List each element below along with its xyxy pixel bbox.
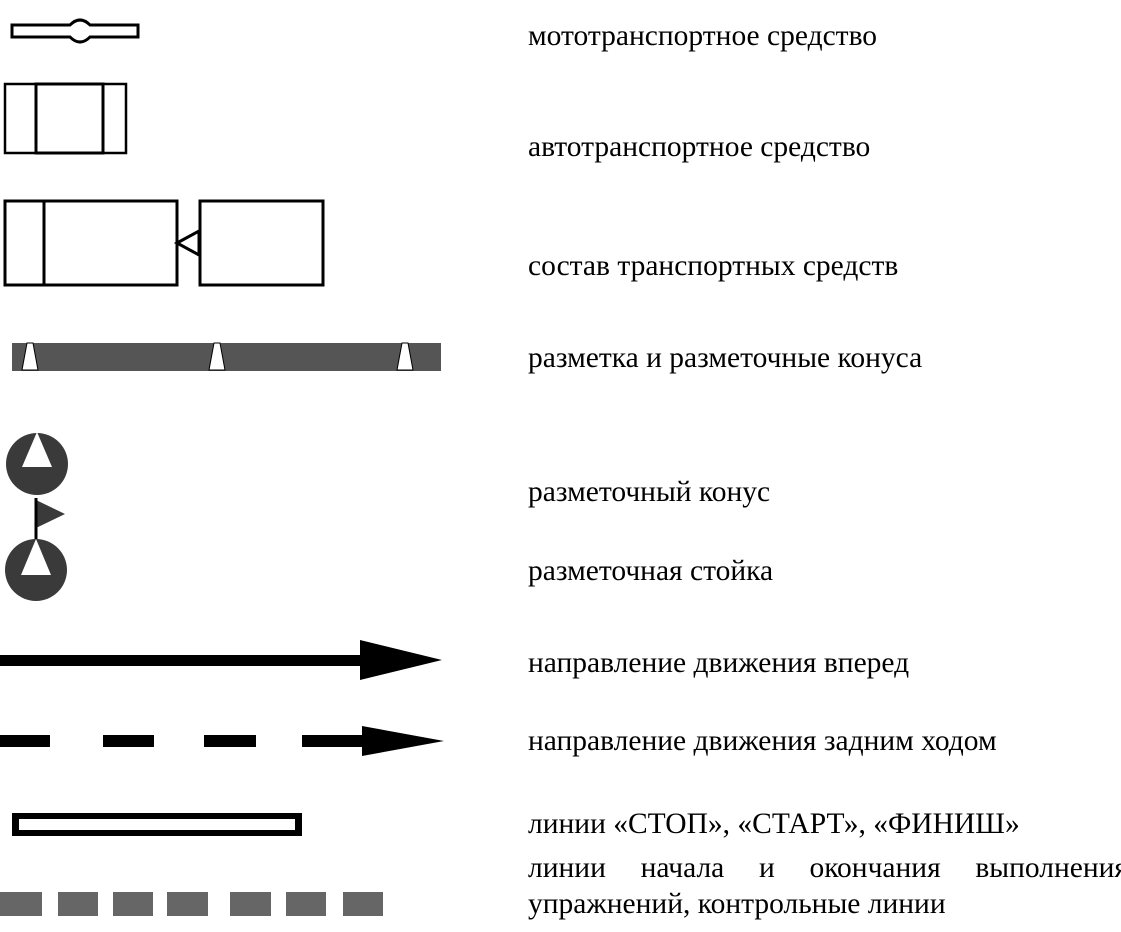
motorcycle-icon — [10, 18, 140, 44]
legend-label-post: разметочная стойка — [528, 555, 774, 587]
vehicle-combination-icon — [3, 199, 325, 287]
legend-label-cone: разметочный конус — [528, 476, 771, 508]
legend-label-marking-cones: разметка и разметочные конуса — [528, 342, 923, 374]
control-line-icon — [0, 892, 383, 916]
reverse-arrow-icon — [0, 726, 444, 756]
legend-label-control-lines: линии начала и окончания выполнения упра… — [528, 852, 1121, 920]
legend-label-forward: направление движения вперед — [528, 647, 910, 679]
legend-symbols — [0, 18, 444, 916]
forward-arrow-icon — [0, 640, 442, 680]
marking-cone-icon — [6, 432, 68, 495]
legend-label-moto: мототранспортное средство — [528, 20, 878, 52]
stop-start-finish-line-icon — [12, 813, 302, 836]
legend-label-reverse: направление движения задним ходом — [528, 725, 997, 757]
legend-label-auto: автотранспортное средство — [528, 131, 871, 163]
car-icon — [3, 82, 128, 155]
marking-post-icon — [5, 498, 67, 601]
marking-strip-with-cones-icon — [12, 342, 441, 371]
legend-label-stop-lines: линии «СТОП», «СТАРТ», «ФИНИШ» — [528, 808, 1020, 840]
legend-label-train: состав транспортных средств — [528, 250, 899, 282]
